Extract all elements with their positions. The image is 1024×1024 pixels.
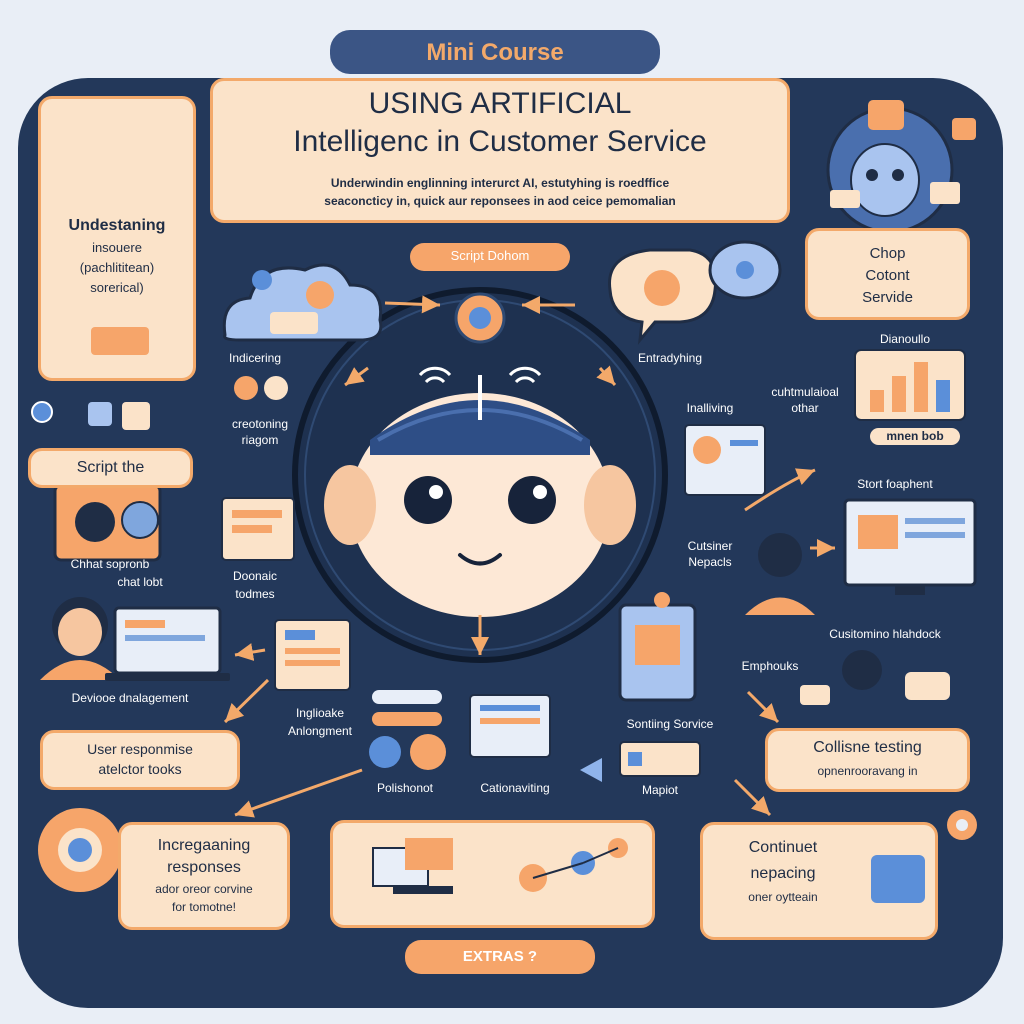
label-cutsiner-1: Cutsiner xyxy=(687,539,733,553)
label-chat-support-1: Chhat sopronb xyxy=(70,557,150,571)
understanding-card: Undestaning insouere (pachlititean) sore… xyxy=(38,96,196,381)
envelope-icon xyxy=(871,855,925,903)
label-doonaic-1: Doonaic xyxy=(232,569,278,583)
label-dianouo: Dianoullo xyxy=(879,332,931,346)
chop-line-2: Cotont xyxy=(865,267,910,284)
robot-cluster-icon xyxy=(826,100,976,234)
laptop-icon xyxy=(105,606,230,681)
title-card: Using Artificial Intelligenc in Customer… xyxy=(210,78,790,223)
title-line-2: Intelligenc in Customer Service xyxy=(293,125,707,158)
user-response-line-2: atelctor tooks xyxy=(98,761,182,777)
label-inalliving: Inalliving xyxy=(686,401,734,415)
label-creationing-2: riagom xyxy=(241,433,279,447)
chat-agent-icon xyxy=(800,650,950,705)
continuet-card: Continuet nepacing oner oytteain xyxy=(700,822,938,940)
workspace-illustration xyxy=(372,838,628,894)
label-cationaviting: Cationaviting xyxy=(480,781,550,795)
toggle-icons xyxy=(369,690,446,770)
script-pill: Script Dohom xyxy=(410,243,570,271)
user-response-line-1: User responmise xyxy=(87,741,193,757)
label-polistonot: Polishonot xyxy=(376,781,434,795)
continuet-line-2: nepacing xyxy=(750,865,816,882)
label-senting-service: Sontiing Sorvice xyxy=(626,717,714,731)
support-agent-icon xyxy=(40,597,120,680)
label-doonaic-2: todmes xyxy=(235,587,275,601)
extras-pill-label: Extras ? xyxy=(462,948,538,965)
label-cutsiner-2: Nepacls xyxy=(688,555,732,569)
extras-pill: Extras ? xyxy=(405,940,595,974)
browser-window-icon xyxy=(469,694,551,758)
small-gear-icon xyxy=(947,810,977,840)
understanding-chart-icon xyxy=(91,327,149,355)
document-icon xyxy=(221,497,295,561)
workspace-panel xyxy=(330,820,655,928)
script-the-label: Script the xyxy=(76,459,145,476)
desktop-icon xyxy=(843,498,977,595)
understanding-line-4: sorerical) xyxy=(90,280,144,295)
bar-chart-icon xyxy=(854,349,966,421)
headset-agent-icon xyxy=(745,533,815,615)
title-line-1: Using Artificial xyxy=(368,87,632,120)
course-badge-label: Mini Course xyxy=(426,39,564,66)
chop-line-3: Servide xyxy=(862,289,913,306)
user-response-card: User responmise atelctor tooks xyxy=(40,730,240,790)
label-cutuational-1: cuhtmulaioal xyxy=(771,385,839,399)
understanding-title: Undestaning xyxy=(68,217,166,234)
report-icon xyxy=(274,619,351,691)
label-inglioake-2: Anlongment xyxy=(287,724,353,738)
subtitle-line-1: Underwindin englinning interurct AI, est… xyxy=(330,176,670,190)
incregaaning-card: Incregaaning responses ador oreor corvin… xyxy=(118,822,290,930)
subtitle-line-2: seaconcticy in, quick aur reponsees in a… xyxy=(324,194,676,208)
label-chat-support-2: chat lobt xyxy=(117,575,163,589)
label-cutuational-2: othar xyxy=(791,401,819,415)
message-card-icon xyxy=(619,741,701,777)
incregaaning-line-3: ador oreor corvine xyxy=(155,882,253,896)
chop-card: Chop Cotont Servide xyxy=(805,228,970,320)
label-mnen-bob: mnen bob xyxy=(870,428,960,446)
chop-line-1: Chop xyxy=(869,245,906,262)
profile-card-icon xyxy=(684,424,766,496)
course-badge: Mini Course xyxy=(330,30,660,74)
continuet-line-3: oner oytteain xyxy=(748,890,818,904)
collisne-card: Collisne testing opnenrooravang in xyxy=(765,728,970,792)
incregaaning-line-2: responses xyxy=(167,859,241,876)
label-device-management: Deviooe dnalagement xyxy=(71,691,189,705)
collisne-line-1: Collisne testing xyxy=(813,739,922,756)
cloud-icon xyxy=(222,263,383,342)
understanding-line-3: (pachlititean) xyxy=(79,260,155,275)
label-stort: Stort foaphent xyxy=(857,477,933,491)
continuet-line-1: Continuet xyxy=(748,839,818,856)
incregaaning-line-4: for tomotne! xyxy=(171,900,237,914)
chat-screen-icon xyxy=(53,483,162,562)
label-inglioake-1: Inglioake xyxy=(295,706,345,720)
script-the-card: Script the xyxy=(28,448,193,488)
label-indicering: Indicering xyxy=(228,351,282,365)
understanding-line-2: insouere xyxy=(92,240,142,255)
label-emphouks: Emphouks xyxy=(741,659,799,673)
label-creationing-1: creotoning xyxy=(231,417,289,431)
label-entradying: Entradyhing xyxy=(637,351,703,365)
video-call-icon xyxy=(618,592,697,702)
robot-icon xyxy=(324,366,636,617)
label-customer-hashkck: Cusitomino hlahdock xyxy=(829,627,941,641)
collisne-line-2: opnenrooravang in xyxy=(817,764,918,778)
small-device-icons xyxy=(31,376,288,430)
incregaaning-line-1: Incregaaning xyxy=(157,837,251,854)
label-mapict: Mapiot xyxy=(641,783,679,797)
gear-icon xyxy=(38,808,122,892)
script-pill-label: Script Dohom xyxy=(450,248,530,263)
speech-bubble-icon xyxy=(608,240,782,345)
